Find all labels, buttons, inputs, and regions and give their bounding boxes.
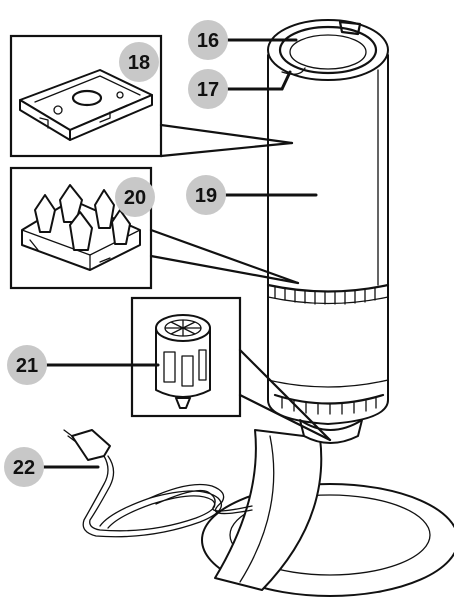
tower-top-cap bbox=[268, 20, 388, 80]
callout-20-label: 20 bbox=[124, 187, 146, 209]
callout-21: 21 bbox=[7, 345, 47, 385]
callout-18-label: 18 bbox=[128, 52, 150, 74]
callout-20: 20 bbox=[115, 177, 155, 217]
callout-22: 22 bbox=[4, 447, 44, 487]
callout-16-label: 16 bbox=[197, 30, 219, 52]
callout-21-label: 21 bbox=[16, 355, 38, 377]
callout-19: 19 bbox=[186, 175, 226, 215]
inset-box-21 bbox=[132, 298, 240, 416]
callout-17-label: 17 bbox=[197, 79, 219, 101]
callout-17: 17 bbox=[188, 69, 228, 109]
callout-19-label: 19 bbox=[195, 185, 217, 207]
callout-18: 18 bbox=[119, 42, 159, 82]
callout-22-label: 22 bbox=[13, 457, 35, 479]
tower-body bbox=[268, 55, 388, 443]
callout-16: 16 bbox=[188, 20, 228, 60]
filter-cartridge bbox=[156, 315, 210, 408]
